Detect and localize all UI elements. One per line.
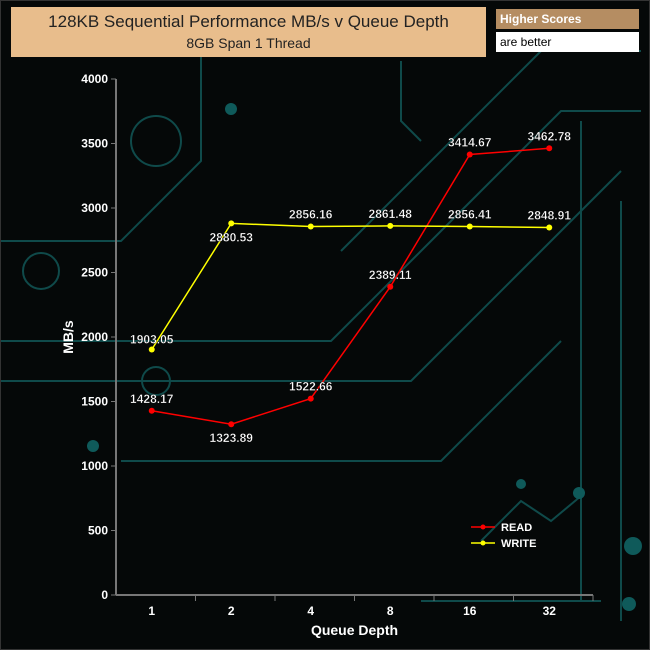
data-label: 2856.41 [448,208,492,222]
series-line-write [151,222,550,350]
x-tick-label: 8 [387,604,394,618]
data-point [228,421,235,428]
data-point [307,395,314,402]
data-label: 3462.78 [528,129,572,143]
y-tick-label: 0 [101,588,108,602]
x-tick-label: 32 [543,604,557,618]
are-better-badge: are better [496,32,639,52]
y-axis-title: MB/s [60,320,76,354]
data-label: 1522.66 [289,380,333,394]
data-point [228,220,235,227]
data-label: 2880.53 [210,230,254,244]
data-label: 3414.67 [448,136,492,150]
data-point [387,283,394,290]
data-label: 1323.89 [210,431,254,445]
x-tick-label: 4 [307,604,314,618]
data-label: 2861.48 [369,207,413,221]
y-tick-label: 1500 [81,395,108,409]
legend-marker [480,524,486,530]
data-point [546,224,553,231]
legend-marker [480,540,486,546]
x-axis-title: Queue Depth [311,622,398,638]
data-point [148,407,155,414]
x-tick-label: 1 [148,604,155,618]
chart-subtitle: 8GB Span 1 Thread [186,35,311,51]
data-label: 1428.17 [130,392,174,406]
y-tick-label: 500 [88,524,108,538]
data-label: 2856.16 [289,208,333,222]
data-point [307,223,314,230]
data-point [387,222,394,229]
data-point [546,145,553,152]
data-label: 1903.05 [130,333,174,347]
legend-label: READ [501,522,532,534]
y-tick-label: 2000 [81,330,108,344]
y-tick-label: 3000 [81,201,108,215]
data-point [148,346,155,353]
x-tick-label: 2 [228,604,235,618]
series-line-read [151,147,550,425]
data-label: 2389.11 [369,268,412,282]
chart-title: 128KB Sequential Performance MB/s v Queu… [48,12,449,31]
y-tick-label: 3500 [81,137,108,151]
y-tick-label: 4000 [81,72,108,86]
title-box: 128KB Sequential Performance MB/s v Queu… [11,7,486,57]
y-tick-label: 1000 [81,459,108,473]
data-point [466,151,473,158]
x-tick-label: 16 [463,604,477,618]
legend-label: WRITE [501,538,536,550]
higher-scores-badge: Higher Scores [496,9,639,29]
data-point [466,223,473,230]
y-tick-label: 2500 [81,266,108,280]
data-label: 2848.91 [528,208,572,222]
